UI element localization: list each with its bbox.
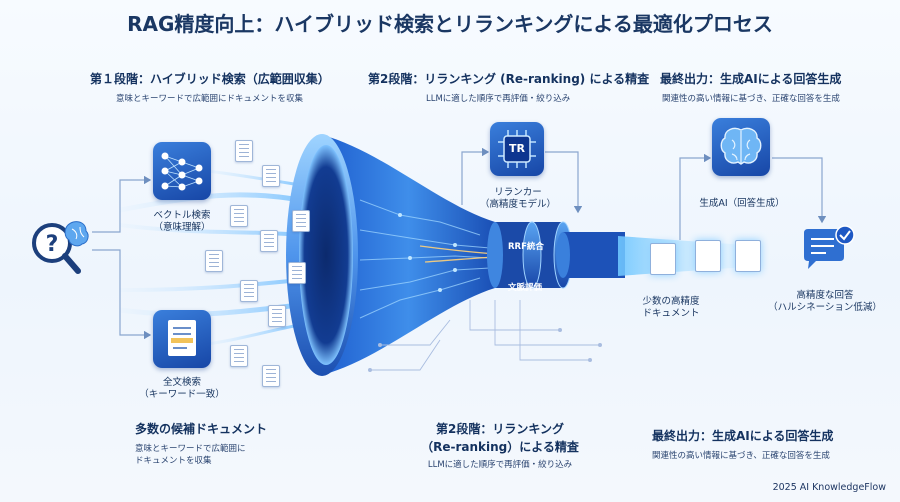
bottom-left-sub2: ドキュメントを収集 (135, 456, 212, 466)
document-icon (292, 210, 310, 232)
brain-icon (720, 127, 762, 165)
document-icon (230, 205, 248, 227)
document-icon (260, 230, 278, 252)
funnel (286, 134, 625, 376)
fulltext-search-line2: （キーワード一致） (139, 388, 225, 400)
stage3-heading: 最終出力：生成AIによる回答生成 (660, 72, 842, 86)
genai-tile (712, 118, 770, 176)
stage1-header: 第１段階：ハイブリッド検索（広範囲収集） 意味とキーワードで広範囲にドキュメント… (90, 70, 330, 104)
stage1-sub: 意味とキーワードで広範囲にドキュメントを収集 (116, 94, 304, 104)
rrf-label: RRF統合 (508, 242, 544, 252)
reranker-label: リランカー （高精度モデル） (470, 187, 566, 211)
chat-check-icon (800, 225, 860, 275)
document-icon (235, 140, 253, 162)
genai-connectors (679, 153, 827, 240)
bottom-left-sub1: 意味とキーワードで広範囲に (135, 444, 246, 454)
reranker-line2: （高精度モデル） (479, 198, 556, 210)
vector-search-label: ベクトル検索 （意味理解） (140, 210, 224, 234)
bottom-mid-heading1: 第2段階：リランキング (436, 422, 564, 436)
genai-label: 生成AI（回答生成） (699, 198, 785, 209)
stage1-heading: 第１段階：ハイブリッド検索（広範囲収集） (90, 72, 330, 86)
reranker-tile: TR (490, 122, 544, 176)
document-icon (262, 165, 280, 187)
document-icon (288, 262, 306, 284)
circuit-lines (370, 300, 600, 371)
document-icon (205, 250, 223, 272)
bottom-right-heading: 最終出力：生成AIによる回答生成 (652, 429, 834, 443)
fulltext-search-line1: 全文検索 (162, 377, 201, 388)
bottom-right-caption: 最終出力：生成AIによる回答生成 関連性の高い情報に基づき、正確な回答を生成 (652, 427, 833, 461)
document-icon (735, 240, 761, 272)
chip-icon (498, 130, 536, 168)
bottom-mid-sub: LLMに適した順序で再評価・絞り込み (427, 460, 573, 470)
document-icon (695, 240, 721, 272)
question-brain-magnifier-icon: ? (28, 215, 92, 279)
vector-search-line2: （意味理解） (153, 221, 211, 233)
left-connectors (92, 175, 152, 340)
bottom-right-sub: 関連性の高い情報に基づき、正確な回答を生成 (652, 451, 830, 461)
document-icon (230, 345, 248, 367)
neural-network-icon (161, 152, 203, 191)
few-docs-line2: ドキュメント (642, 307, 700, 319)
vector-search-line1: ベクトル検索 (153, 210, 211, 221)
stage3-header: 最終出力：生成AIによる回答生成 関連性の高い情報に基づき、正確な回答を生成 (660, 70, 841, 104)
bottom-left-caption: 多数の候補ドキュメント 意味とキーワードで広範囲に ドキュメントを収集 (135, 420, 267, 466)
document-icon (262, 365, 280, 387)
svg-text:?: ? (46, 232, 59, 257)
stage2-sub: LLMに適した順序で再評価・絞り込み (426, 94, 571, 104)
answer-line2: （ハルシネーション低減） (768, 301, 882, 313)
vector-search-tile (153, 142, 211, 200)
few-docs-line1: 少数の高精度 (642, 296, 700, 307)
page-title: RAG精度向上：ハイブリッド検索とリランキングによる最適化プロセス (127, 12, 773, 36)
fulltext-search-tile (153, 310, 211, 368)
stage2-heading: 第2段階：リランキング (Re-ranking) による精査 (368, 72, 650, 86)
document-list-icon (168, 320, 196, 356)
answer-line1: 高精度な回答 (796, 290, 854, 301)
reranker-connectors (461, 147, 583, 214)
answer-label: 高精度な回答 （ハルシネーション低減） (760, 290, 890, 314)
chip-text: TR (509, 142, 525, 155)
stage2-header: 第2段階：リランキング (Re-ranking) による精査 LLMに適した順序… (368, 70, 649, 104)
bottom-mid-heading2: （Re-ranking）による精査 (421, 440, 579, 454)
bottom-left-heading: 多数の候補ドキュメント (135, 422, 268, 436)
fulltext-search-label: 全文検索 （キーワード一致） (135, 377, 229, 401)
document-icon (268, 305, 286, 327)
bottom-mid-caption: 第2段階：リランキング （Re-ranking）による精査 LLMに適した順序で… (420, 420, 580, 470)
context-eval-label: 文脈評価 (508, 283, 543, 293)
document-icon (650, 243, 676, 275)
document-icon (240, 280, 258, 302)
reranker-line1: リランカー (494, 187, 542, 198)
stage3-sub: 関連性の高い情報に基づき、正確な回答を生成 (662, 94, 840, 104)
footer-credit: 2025 AI KnowledgeFlow (772, 482, 886, 493)
few-docs-label: 少数の高精度 ドキュメント (626, 296, 716, 320)
